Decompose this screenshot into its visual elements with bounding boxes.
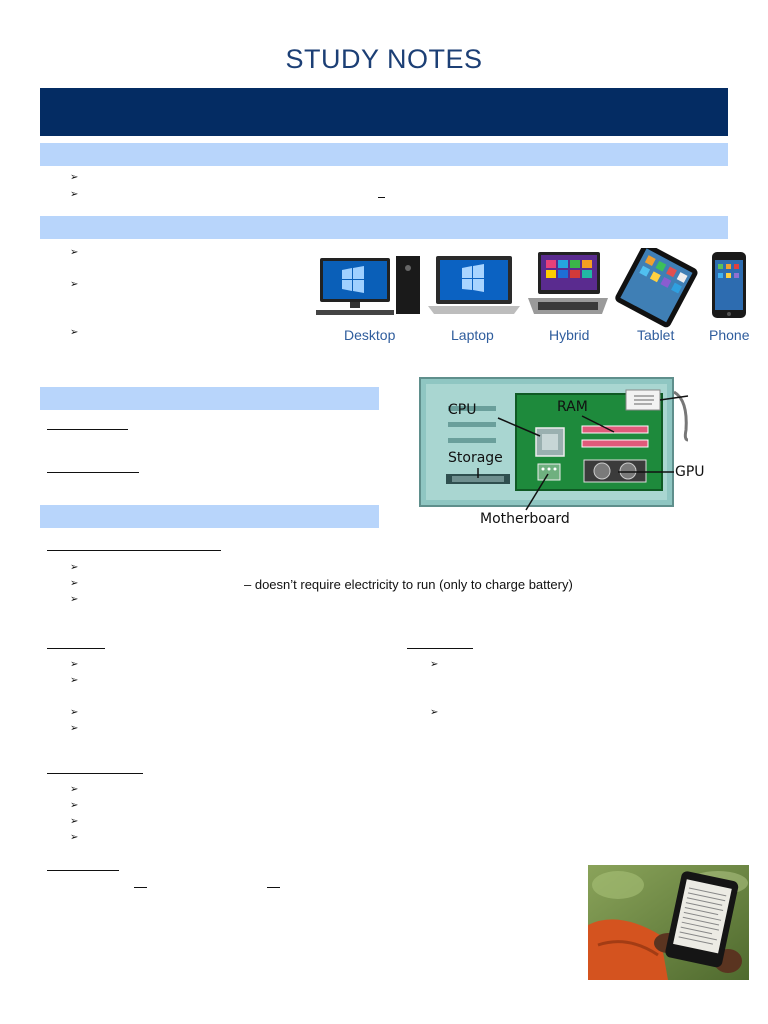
dash-mark: [267, 887, 280, 888]
underlined-heading: [47, 870, 119, 871]
underlined-heading: [47, 550, 221, 551]
label-gpu: GPU: [675, 464, 705, 480]
underlined-heading: [47, 472, 139, 473]
device-label-desktop: Desktop: [344, 327, 396, 343]
phone-image: [712, 252, 746, 318]
bullet-marker: ➢: [70, 279, 79, 290]
label-cpu: CPU: [448, 402, 477, 418]
bullet-marker: ➢: [70, 659, 79, 670]
underlined-heading: [47, 773, 143, 774]
underlined-heading: [47, 429, 128, 430]
devices-illustration: [316, 248, 746, 328]
section-bar-3: [40, 387, 379, 410]
device-label-hybrid: Hybrid: [549, 327, 590, 343]
device-label-laptop: Laptop: [451, 327, 494, 343]
portable-note: – doesn’t require electricity to run (on…: [244, 577, 573, 592]
label-ram: RAM: [557, 399, 588, 415]
dash-mark: [378, 197, 385, 198]
bullet-marker: ➢: [70, 816, 79, 827]
tablet-image: [615, 248, 698, 328]
bullet-marker: ➢: [70, 800, 79, 811]
bullet-marker: ➢: [70, 707, 79, 718]
bullet-marker: ➢: [70, 327, 79, 338]
laptop-image: [428, 256, 520, 314]
bullet-marker: ➢: [70, 675, 79, 686]
bullet-marker: ➢: [70, 578, 79, 589]
underlined-heading: [407, 648, 473, 649]
bullet-marker: ➢: [430, 659, 439, 670]
underlined-heading: [47, 648, 105, 649]
ereader-photo: [588, 865, 749, 980]
device-label-phone: Phone: [709, 327, 750, 343]
bullet-marker: ➢: [70, 594, 79, 605]
bullet-marker: ➢: [70, 723, 79, 734]
desktop-computer-image: [316, 256, 420, 315]
bullet-marker: ➢: [70, 832, 79, 843]
bullet-marker: ➢: [70, 784, 79, 795]
header-banner: [40, 88, 728, 136]
label-motherboard: Motherboard: [480, 511, 570, 527]
dash-mark: [134, 887, 147, 888]
bullet-marker: ➢: [70, 189, 79, 200]
device-label-tablet: Tablet: [637, 327, 675, 343]
computer-components-diagram: [419, 377, 689, 511]
section-bar-1: [40, 143, 728, 166]
hybrid-laptop-image: [528, 252, 608, 314]
label-storage: Storage: [448, 450, 503, 466]
bullet-marker: ➢: [430, 707, 439, 718]
bullet-marker: ➢: [70, 247, 79, 258]
bullet-marker: ➢: [70, 562, 79, 573]
bullet-marker: ➢: [70, 172, 79, 183]
page-title: STUDY NOTES: [285, 44, 483, 74]
section-bar-4: [40, 505, 379, 528]
section-bar-2: [40, 216, 728, 239]
